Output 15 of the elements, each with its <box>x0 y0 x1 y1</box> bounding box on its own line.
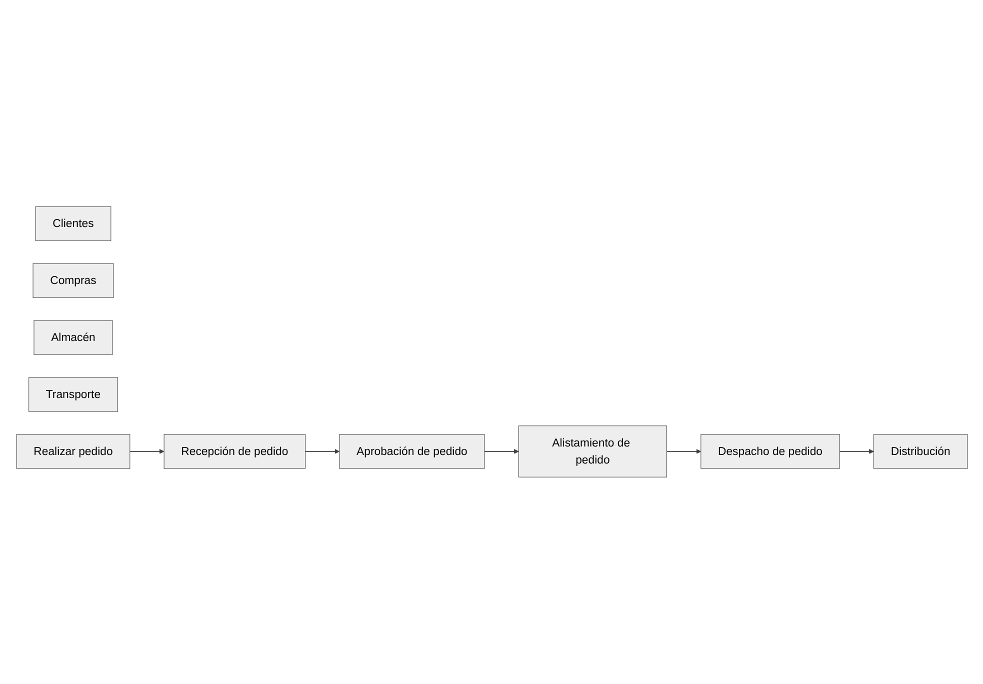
arrow <box>484 449 518 454</box>
node-box: Distribución <box>872 434 968 470</box>
node-box: Almacén <box>33 320 112 356</box>
arrow <box>838 449 874 454</box>
node-box: Despacho de pedido <box>700 434 840 470</box>
node-box: Transporte <box>28 377 118 412</box>
node-box: Realizar pedido <box>16 434 130 470</box>
arrow <box>666 449 701 454</box>
node-box: Alistamiento de pedido <box>518 426 666 478</box>
node-box: Compras <box>32 263 114 298</box>
arrow <box>128 449 164 454</box>
node-box: Aprobación de pedido <box>338 434 484 470</box>
arrow <box>304 449 340 454</box>
node-box: Recepción de pedido <box>163 434 306 470</box>
node-box: Clientes <box>34 206 111 242</box>
